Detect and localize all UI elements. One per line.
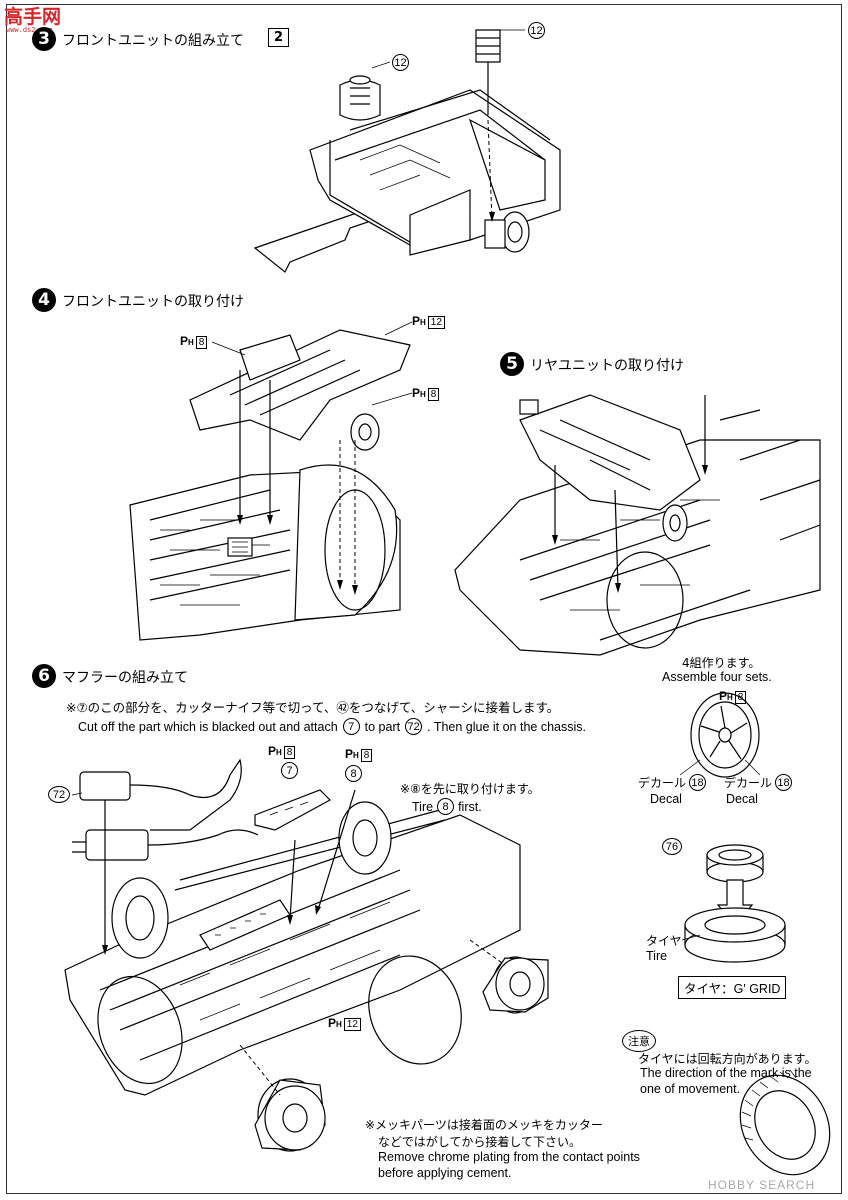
step4-number: 4	[32, 288, 56, 312]
step6-number: 6	[32, 664, 56, 688]
decal-right-en: Decal	[726, 792, 758, 806]
step6-note-en-part2: to part	[364, 719, 401, 734]
step6-drawing	[64, 758, 549, 1152]
wheel-drawing	[679, 692, 831, 1176]
hobby-search-watermark: HOBBY SEARCH	[708, 1178, 816, 1192]
tire-first-note-jp: ※⑧を先に取り付けます。	[400, 782, 540, 796]
chrome-note-jp-2: などではがしてから接着して下さい。	[378, 1135, 582, 1149]
step3-number: 3	[32, 27, 56, 51]
step4-drawing	[129, 321, 413, 641]
decal-right: デカール 18	[724, 774, 793, 791]
step4-title: フロントユニットの取り付け	[62, 294, 244, 310]
page-frame	[6, 4, 842, 1194]
part-8-callout: 8	[345, 765, 362, 782]
tire-first-note-en: Tire 8 first.	[412, 798, 482, 815]
step5-number: 5	[500, 352, 524, 376]
tire-label-jp: タイヤ	[646, 934, 682, 948]
wheel-sets-en: Assemble four sets.	[662, 670, 772, 684]
chrome-note-jp-1: ※メッキパーツは接着面のメッキをカッター	[365, 1118, 603, 1132]
step5-drawing	[454, 394, 821, 656]
part-72-inline: 72	[405, 718, 423, 735]
site-logo-url: www.ds2.com	[6, 26, 53, 34]
part-7-inline: 7	[342, 718, 360, 735]
step6-note-en-part3: . Then glue it on the chassis.	[427, 719, 586, 734]
caution-en-1: The direction of the mark is the	[640, 1066, 812, 1080]
caution-jp: タイヤには回転方向があります。	[638, 1052, 817, 1066]
caution-label: 注意	[622, 1030, 656, 1052]
step6-note-en: Cut off the part which is blacked out an…	[78, 718, 586, 735]
part-12-callout-a: 12	[392, 54, 409, 71]
step3-drawing	[253, 29, 561, 273]
part-12-callout-b: 12	[528, 22, 545, 39]
step6-title: マフラーの組み立て	[62, 670, 188, 686]
tire-label-en: Tire	[646, 949, 668, 963]
tire-type-box: タイヤ：G' GRID	[678, 976, 787, 999]
step6-note-jp: ※⑦のこの部分を、カッターナイフ等で切って、㊷をつなげて、シャーシに接着します。	[66, 700, 560, 715]
step5-title: リヤユニットの取り付け	[530, 358, 684, 374]
part-8-inline: 8	[437, 798, 455, 815]
caution-en-2: one of movement.	[640, 1082, 741, 1096]
site-logo: 高手网	[4, 6, 62, 28]
part-18-right: 18	[775, 774, 793, 791]
part-7-callout: 7	[281, 762, 298, 779]
part-76-callout: 76	[662, 838, 682, 855]
decal-left-jp: デカール	[638, 776, 687, 790]
chrome-note-en-1: Remove chrome plating from the contact p…	[378, 1150, 640, 1164]
decal-right-jp: デカール	[724, 776, 773, 790]
tire-first-en-after: first.	[458, 799, 482, 814]
part-18-left: 18	[689, 774, 707, 791]
decal-left: デカール 18	[638, 774, 707, 791]
chrome-note-en-2: before applying cement.	[378, 1166, 512, 1180]
wheel-sets-jp: 4組作ります。	[682, 656, 761, 670]
decal-left-en: Decal	[650, 792, 682, 806]
part-72-callout: 72	[48, 786, 70, 803]
step3-sub-number: 2	[268, 28, 290, 47]
step6-note-en-part1: Cut off the part which is blacked out an…	[78, 719, 338, 734]
tire-first-en-label: Tire	[412, 799, 434, 814]
step3-title: フロントユニットの組み立て	[62, 33, 244, 49]
